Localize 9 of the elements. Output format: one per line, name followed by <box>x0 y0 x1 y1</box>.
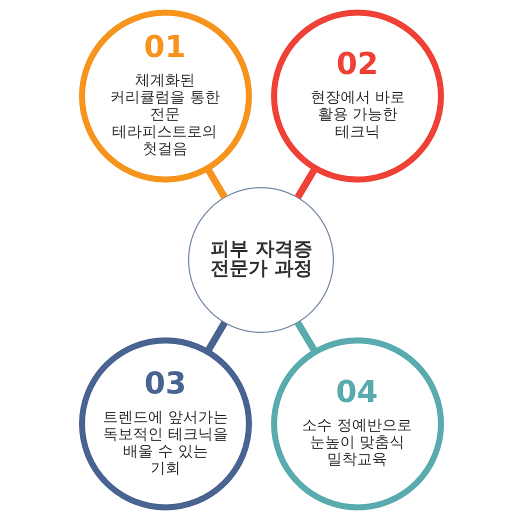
connector <box>294 166 318 199</box>
node-circle: 04 소수 정예반으로 눈높이 맞춤식 밀착교육 <box>270 337 444 510</box>
connector <box>294 320 318 354</box>
node-circle: 피부 자격증 전문가 과정 <box>188 187 334 333</box>
node-circle: 02 현장에서 바로 활용 가능한 테크닉 <box>270 10 444 183</box>
node-circle: 01 체계화된 커리큘럼을 통한 전문 테라피스트로의 첫걸음 <box>78 10 252 183</box>
connector <box>204 320 228 354</box>
node-circle: 03 트렌드에 앞서가는 독보적인 테크닉을 배울 수 있는 기회 <box>78 337 252 510</box>
connector <box>204 166 227 199</box>
